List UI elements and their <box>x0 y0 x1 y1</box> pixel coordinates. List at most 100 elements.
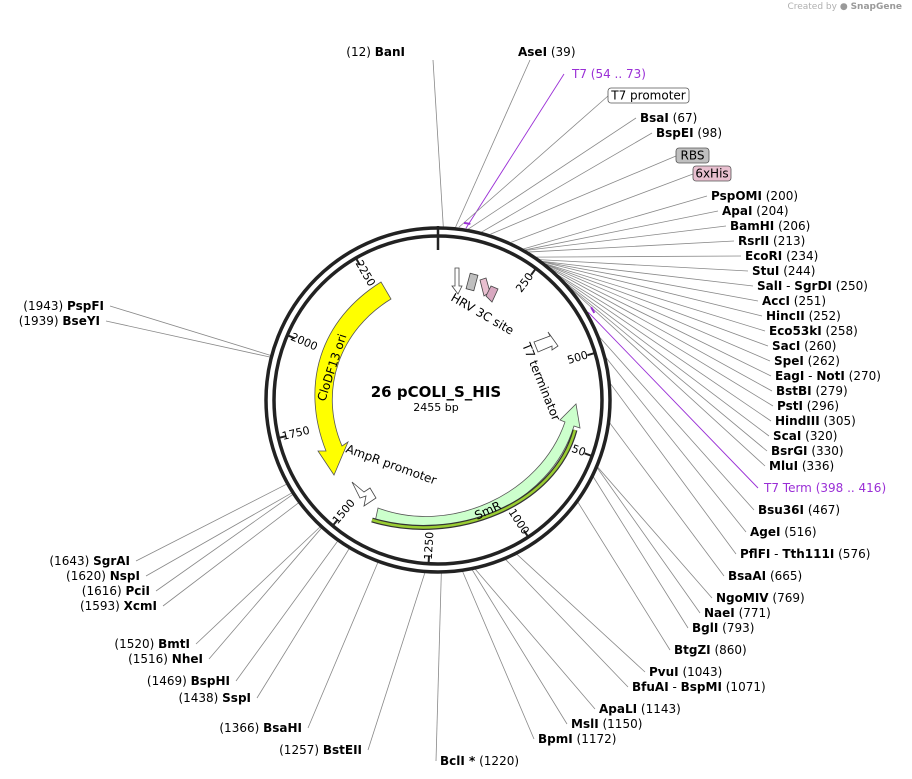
site-psti[interactable]: PstI (296) <box>777 399 839 413</box>
t7-promoter-feature[interactable] <box>485 285 499 303</box>
site-ecori[interactable]: EcoRI (234) <box>745 249 818 263</box>
site-bfuai[interactable]: BfuAI - BspMI (1071) <box>632 680 766 694</box>
hrv-3c-site-feature[interactable] <box>451 267 463 295</box>
svg-text:(1520) BmtI: (1520) BmtI <box>114 637 190 651</box>
svg-text:(1366) BsaHI: (1366) BsaHI <box>219 721 302 735</box>
svg-text:ApaI (204): ApaI (204) <box>722 204 789 218</box>
primer-t7[interactable]: T7 (54 .. 73) <box>463 67 646 225</box>
site-bsteii[interactable]: (1257) BstEII <box>279 743 362 757</box>
primer-t7-term[interactable]: T7 Term (398 .. 416) <box>590 306 886 495</box>
site-hincii[interactable]: HincII (252) <box>766 309 841 323</box>
svg-text:(1438) SspI: (1438) SspI <box>178 691 251 705</box>
site-msli[interactable]: MslI (1150) <box>571 717 642 731</box>
svg-text:MluI (336): MluI (336) <box>769 459 834 473</box>
site-acci[interactable]: AccI (251) <box>762 294 826 308</box>
svg-text:(1516) NheI: (1516) NheI <box>128 652 203 666</box>
svg-text:(1643) SgrAI: (1643) SgrAI <box>49 554 130 568</box>
site-bpmi[interactable]: BpmI (1172) <box>538 732 616 746</box>
svg-text:Bsu36I (467): Bsu36I (467) <box>758 503 840 517</box>
site-pvui[interactable]: PvuI (1043) <box>649 665 722 679</box>
svg-text:BspEI (98): BspEI (98) <box>656 126 722 140</box>
site-mlui[interactable]: MluI (336) <box>769 459 834 473</box>
site-apali[interactable]: ApaLI (1143) <box>599 702 681 716</box>
site-bsaai[interactable]: BsaAI (665) <box>728 569 802 583</box>
site-bani[interactable]: (12) BanI <box>346 45 405 59</box>
svg-text:6xHis: 6xHis <box>695 167 728 181</box>
site-sspi[interactable]: (1438) SspI <box>178 691 251 705</box>
ampr-promoter-feature[interactable] <box>351 481 377 507</box>
site-hindiii[interactable]: HindIII (305) <box>775 414 856 428</box>
leader-lines <box>105 59 774 762</box>
svg-text:EagI - NotI (270): EagI - NotI (270) <box>775 369 881 383</box>
svg-text:BstBI (279): BstBI (279) <box>776 384 848 398</box>
rbs-feature[interactable] <box>465 272 479 292</box>
t7-terminator-feature[interactable] <box>533 331 559 353</box>
svg-text:BsaI (67): BsaI (67) <box>640 111 697 125</box>
site-bsai[interactable]: BsaI (67) <box>640 111 697 125</box>
credit-prefix: Created by <box>787 2 837 12</box>
svg-text:BsrGI (330): BsrGI (330) <box>771 444 844 458</box>
site-bmti[interactable]: (1520) BmtI <box>114 637 190 651</box>
site-pspfi[interactable]: (1943) PspFI <box>23 299 104 313</box>
site-bspei[interactable]: BspEI (98) <box>656 126 722 140</box>
site-ngomiv[interactable]: NgoMIV (769) <box>716 591 805 605</box>
svg-text:SpeI (262): SpeI (262) <box>774 354 840 368</box>
snapgene-credit: Created by ● SnapGene <box>787 2 902 12</box>
site-nspi[interactable]: (1620) NspI <box>66 569 140 583</box>
feature-box-rbs[interactable]: RBS <box>675 147 710 164</box>
feature-box-t7-promoter[interactable]: T7 promoter <box>607 87 690 104</box>
credit-brand: SnapGene <box>850 2 902 12</box>
site-bgli[interactable]: BglI (793) <box>692 621 754 635</box>
svg-text:(1620) NspI: (1620) NspI <box>66 569 140 583</box>
site-bsrgi[interactable]: BsrGI (330) <box>771 444 844 458</box>
svg-text:BamHI (206): BamHI (206) <box>730 219 810 233</box>
site-xcmi[interactable]: (1593) XcmI <box>80 599 157 613</box>
tick-500 <box>587 351 596 357</box>
tick-label-1500: 1500 <box>330 497 358 527</box>
site-bsahi[interactable]: (1366) BsaHI <box>219 721 302 735</box>
svg-text:StuI (244): StuI (244) <box>752 264 815 278</box>
svg-text:PflFI - Tth111I (576): PflFI - Tth111I (576) <box>740 547 870 561</box>
svg-text:EcoRI (234): EcoRI (234) <box>745 249 818 263</box>
tick-2250 <box>354 257 361 266</box>
svg-text:(1939) BseYI: (1939) BseYI <box>19 314 100 328</box>
site-spei[interactable]: SpeI (262) <box>774 354 840 368</box>
site-scai[interactable]: ScaI (320) <box>773 429 837 443</box>
clodf13-ori-feature[interactable] <box>314 281 392 476</box>
site-bstbi[interactable]: BstBI (279) <box>776 384 848 398</box>
site-bsphi[interactable]: (1469) BspHI <box>147 674 230 688</box>
site-eco53ki[interactable]: Eco53kI (258) <box>769 324 858 338</box>
site-pspomi[interactable]: PspOMI (200) <box>711 189 798 203</box>
site-agei[interactable]: AgeI (516) <box>750 525 817 539</box>
tick-label-500: 500 <box>566 348 590 366</box>
site-asei[interactable]: AseI (39) <box>518 45 576 59</box>
site-pflfi[interactable]: PflFI - Tth111I (576) <box>740 547 870 561</box>
site-stui[interactable]: StuI (244) <box>752 264 815 278</box>
tick-1500 <box>331 518 339 527</box>
site-saci[interactable]: SacI (260) <box>772 339 836 353</box>
hrv-3c-site-label: HRV 3C site <box>449 290 517 337</box>
site-bamhi[interactable]: BamHI (206) <box>730 219 810 233</box>
plasmid-name: 26 pCOLI_S_HIS <box>371 383 501 401</box>
site-bsu36i[interactable]: Bsu36I (467) <box>758 503 840 517</box>
site-bseyi[interactable]: (1939) BseYI <box>19 314 100 328</box>
site-naei[interactable]: NaeI (771) <box>704 606 771 620</box>
site-eagi[interactable]: EagI - NotI (270) <box>775 369 881 383</box>
site-apai[interactable]: ApaI (204) <box>722 204 789 218</box>
svg-text:T7 Term (398 .. 416): T7 Term (398 .. 416) <box>763 481 886 495</box>
site-pcii[interactable]: (1616) PciI <box>82 584 150 598</box>
tick-1000 <box>522 529 530 538</box>
site-labels: (12) BanI AseI (39) BsaI (67)BspEI (98) Psp… <box>19 45 886 768</box>
tick-label-1750: 1750 <box>281 424 311 443</box>
site-nhei[interactable]: (1516) NheI <box>128 652 203 666</box>
svg-text:(1469) BspHI: (1469) BspHI <box>147 674 230 688</box>
site-btgzi[interactable]: BtgZI (860) <box>674 643 747 657</box>
site-rsrii[interactable]: RsrII (213) <box>738 234 805 248</box>
site-sgrai[interactable]: (1643) SgrAI <box>49 554 130 568</box>
svg-text:T7 (54 .. 73): T7 (54 .. 73) <box>571 67 646 81</box>
svg-text:(12) BanI: (12) BanI <box>346 45 405 59</box>
tick-1750 <box>278 435 287 439</box>
feature-box-6xhis[interactable]: 6xHis <box>692 165 732 182</box>
site-sali[interactable]: SalI - SgrDI (250) <box>757 279 868 293</box>
site-bcli[interactable]: BclI * (1220) <box>440 754 519 768</box>
